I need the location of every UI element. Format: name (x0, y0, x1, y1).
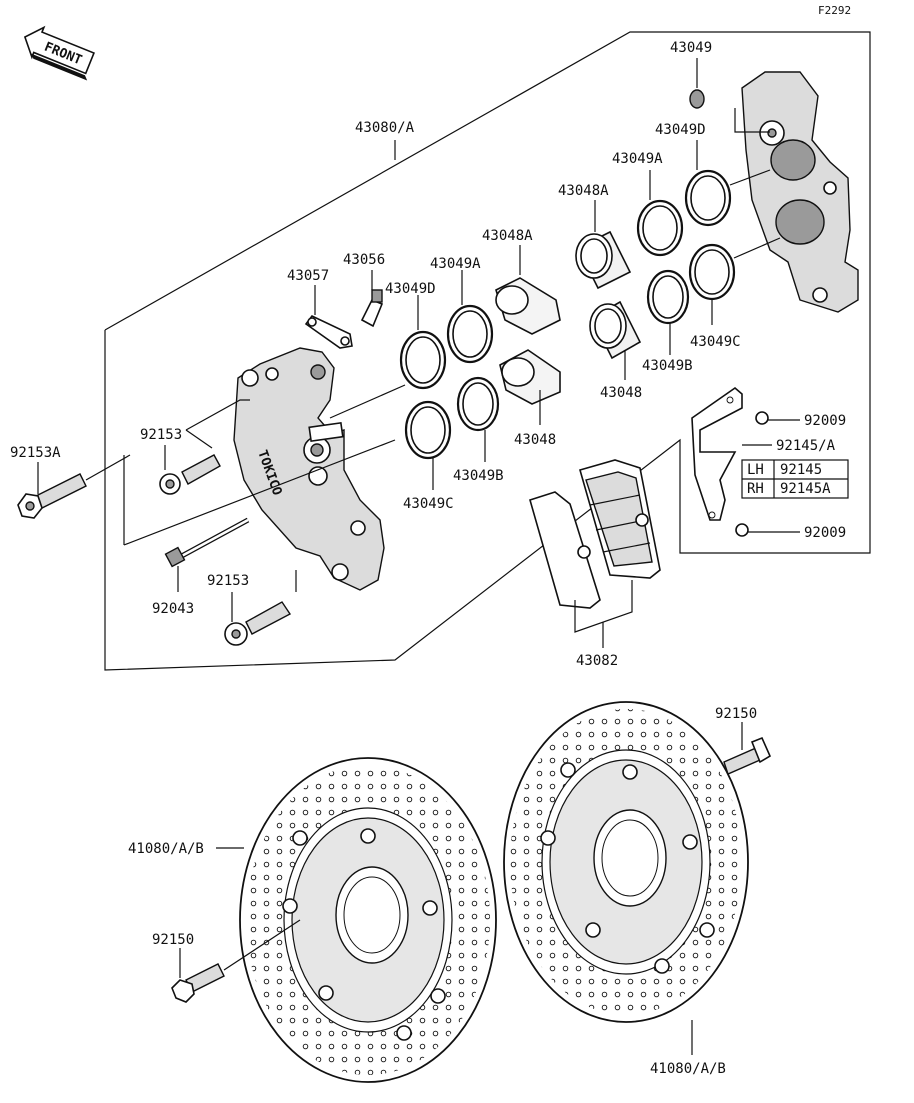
label-43080a: 43080/A (355, 120, 415, 136)
part-43056-bleeder (360, 289, 384, 328)
part-43049-seal (689, 89, 705, 109)
label-92153a: 92153A (10, 445, 61, 461)
right-piston-group (575, 230, 642, 360)
label-43048a-right: 43048A (558, 183, 609, 199)
label-43049b-left: 43049B (453, 468, 504, 484)
label-43048-left: 43048 (514, 432, 556, 448)
label-43049c-left: 43049C (403, 496, 454, 512)
variant-row-side-lh: LH (747, 462, 764, 478)
variant-row-side-rh: RH (747, 481, 764, 497)
part-41080-disc-left (239, 757, 497, 1083)
label-92150-left: 92150 (152, 932, 194, 948)
left-seal-group (399, 304, 500, 460)
label-43057: 43057 (287, 268, 329, 284)
label-43049a-left: 43049A (430, 256, 481, 272)
label-92153-bottom: 92153 (207, 573, 249, 589)
label-92145a: 92145/A (776, 438, 836, 454)
front-direction-badge: FRONT (23, 25, 95, 81)
part-92145-bracket (691, 386, 743, 521)
label-43048a-left: 43048A (482, 228, 533, 244)
part-43057-plate (304, 314, 353, 349)
variant-row-part-lh: 92145 (780, 462, 822, 478)
label-92150-right: 92150 (715, 706, 757, 722)
caliper-inner-half: TOKICO (233, 347, 385, 591)
part-92153a-bolt (17, 473, 87, 519)
label-92009-bottom: 92009 (804, 525, 846, 541)
part-92043-pin (164, 517, 250, 568)
part-92150-bolt-right (723, 736, 772, 775)
label-41080-left: 41080/A/B (128, 841, 204, 857)
label-43049d-right: 43049D (655, 122, 706, 138)
right-seal-group (636, 169, 736, 325)
variant-row-part-rh: 92145A (780, 481, 831, 497)
part-92150-bolt-left (171, 963, 225, 1003)
label-43048-right: 43048 (600, 385, 642, 401)
label-43082: 43082 (576, 653, 618, 669)
part-43082-brake-pads (529, 459, 661, 609)
label-43049-top: 43049 (670, 40, 712, 56)
label-92153-top: 92153 (140, 427, 182, 443)
label-43049c-right: 43049C (690, 334, 741, 350)
label-41080-right: 41080/A/B (650, 1061, 726, 1077)
label-43049a-right: 43049A (612, 151, 663, 167)
left-piston-group (495, 277, 561, 405)
part-41080-disc-right (503, 701, 749, 1023)
assembly-frame-line (104, 31, 871, 671)
part-92153-bolt-bottom (224, 601, 292, 646)
part-92009-screw-top (755, 411, 769, 425)
label-92009-top: 92009 (804, 413, 846, 429)
part-92153-bolt-top (159, 454, 221, 495)
label-43049d-left: 43049D (385, 281, 436, 297)
label-43056: 43056 (343, 252, 385, 268)
part-92009-screw-bottom (735, 523, 749, 537)
figure-code: F2292 (818, 4, 851, 17)
label-43049b-right: 43049B (642, 358, 693, 374)
label-92043: 92043 (152, 601, 194, 617)
caliper-outer-half (741, 71, 859, 313)
variant-table: LH 92145 RH 92145A (741, 459, 849, 499)
